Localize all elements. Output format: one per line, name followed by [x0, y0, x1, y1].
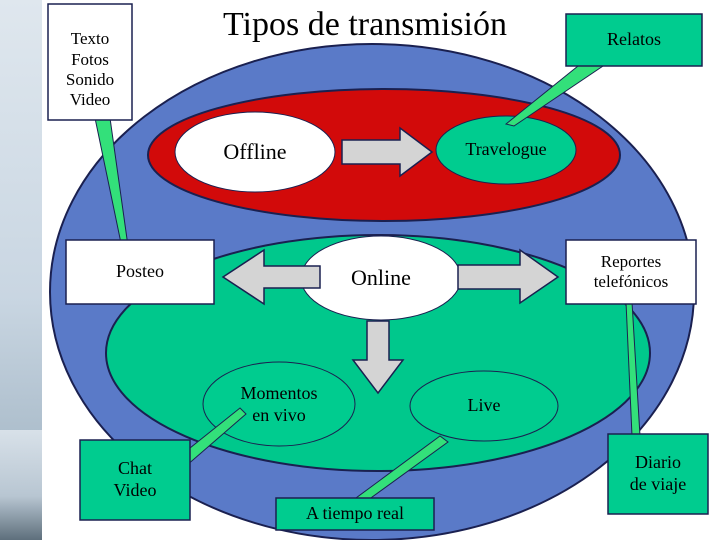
- diario-label-2: de viaje: [629, 474, 687, 494]
- momentos-label-2: en vivo: [252, 405, 306, 425]
- travelogue-label: Travelogue: [465, 139, 547, 160]
- momentos-node: [202, 361, 356, 447]
- diario-callout-box: [607, 433, 709, 515]
- live-label: Live: [467, 395, 501, 416]
- diario-label-1: Diario: [635, 452, 681, 473]
- live-node: [409, 370, 559, 442]
- reportes-callout-box: [565, 239, 697, 305]
- media-label-2: Fotos: [71, 49, 109, 69]
- tiempo-callout: A tiempo real: [306, 503, 404, 524]
- tiempo-callout-box: [275, 497, 435, 531]
- posteo-callout-box: [65, 239, 215, 305]
- diario-callout: Diario de viaje: [608, 434, 708, 514]
- media-label-3: Sonido: [65, 70, 115, 89]
- media-label-1: Texto: [70, 29, 110, 49]
- offline-node: [174, 111, 336, 193]
- media-label-4: Video: [69, 90, 111, 110]
- arrow-online-to-momentos: [351, 320, 405, 395]
- side-photo-strip: [0, 0, 42, 540]
- reportes-callout: Reportes telefónicos: [566, 240, 696, 304]
- posteo-callout: Posteo: [115, 261, 164, 282]
- relatos-callout: Relatos: [607, 29, 661, 50]
- offline-label: Offline: [223, 138, 287, 164]
- momentos-label-1: Momentos: [240, 383, 318, 404]
- relatos-callout-box: [565, 13, 703, 67]
- chat-callout-box: [79, 439, 191, 521]
- arrow-offline-to-travelogue: [341, 126, 434, 178]
- media-callout: Texto Fotos Sonido Video: [48, 22, 132, 118]
- online-label: Online: [351, 264, 411, 290]
- reportes-label-1: Reportes: [600, 251, 662, 271]
- snow-photo: [0, 430, 42, 540]
- chat-label-1: Chat: [118, 458, 152, 479]
- arrow-online-to-reportes: [457, 248, 560, 305]
- arrow-online-to-posteo: [221, 248, 321, 306]
- travelogue-node: [435, 115, 577, 185]
- page-title: Tipos de transmisión: [222, 6, 507, 43]
- media-callout-box: [47, 3, 133, 121]
- momentos-label: Momentos en vivo: [203, 382, 355, 428]
- chat-callout: Chat Video: [80, 440, 190, 520]
- reportes-label-2: telefónicos: [593, 272, 669, 291]
- chat-label-2: Video: [113, 480, 157, 500]
